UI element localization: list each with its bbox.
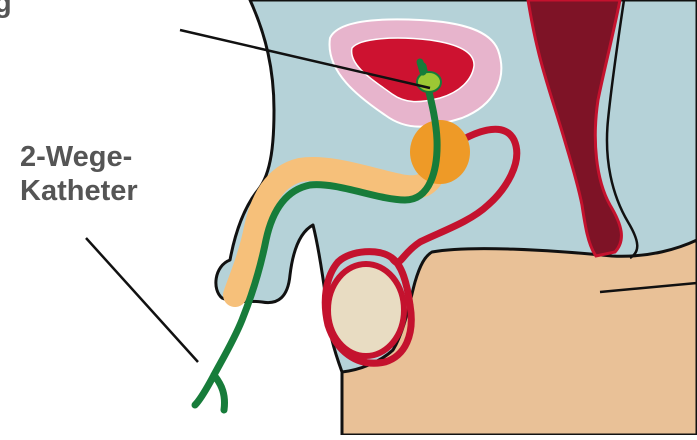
catheter-tip: [420, 62, 423, 72]
label-catheter-line2: Katheter: [20, 174, 138, 208]
label-catheter-line1: 2-Wege-: [20, 140, 138, 174]
pointer-line-catheter: [86, 238, 198, 362]
testis: [328, 264, 404, 356]
label-top-partial: g: [0, 0, 12, 20]
catheter-branch: [214, 375, 225, 410]
label-catheter: 2-Wege- Katheter: [20, 140, 138, 208]
